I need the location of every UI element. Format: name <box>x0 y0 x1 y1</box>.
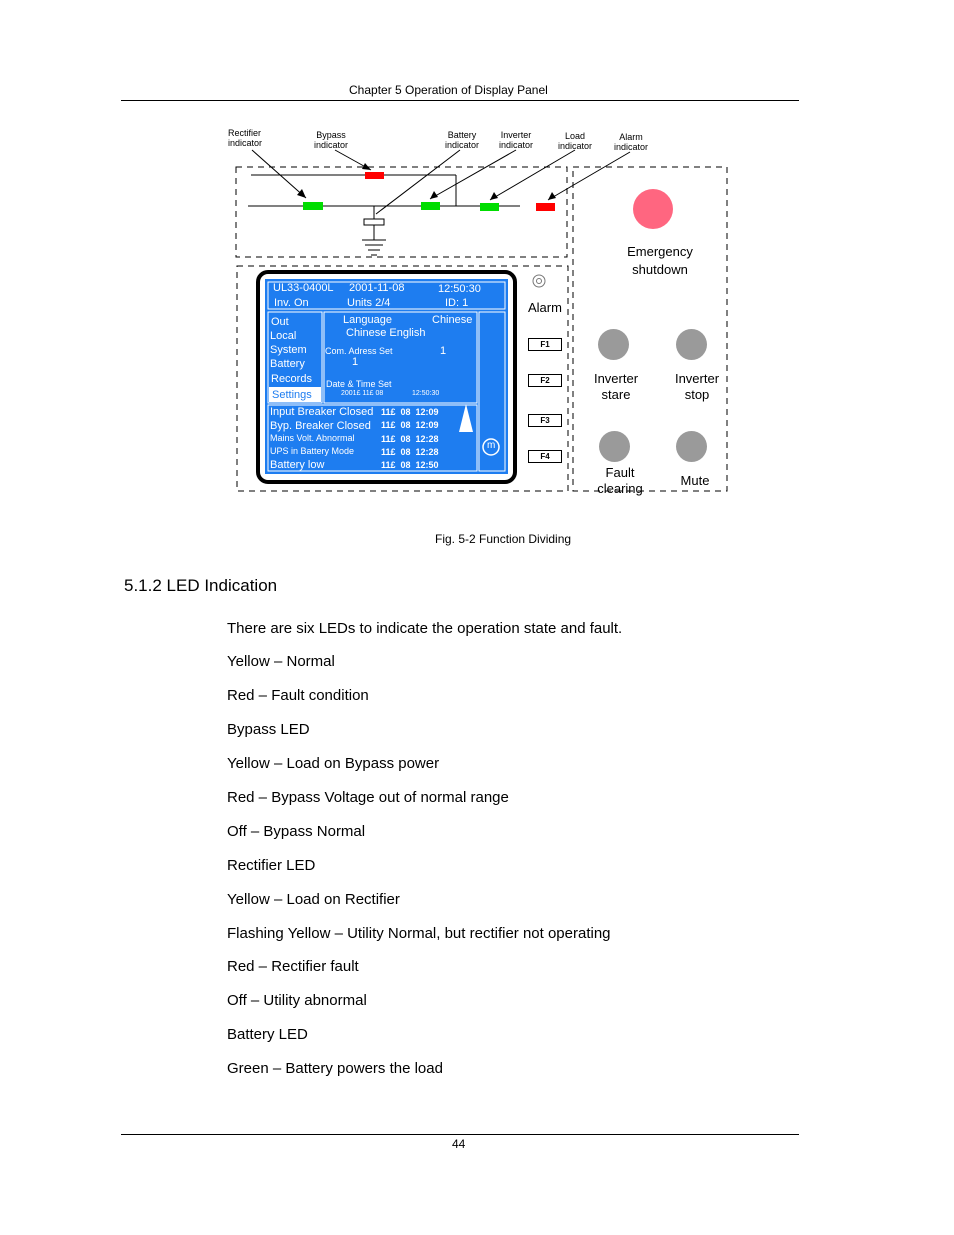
battery-indicator-label: Battery indicator <box>444 130 480 150</box>
lcd-panel-border <box>236 265 569 492</box>
event-text: Byp. Breaker Closed <box>270 420 371 432</box>
footer-rule <box>121 1134 799 1135</box>
com-address-label: Com. Adress Set <box>325 346 393 356</box>
fault-clearing-label: Fault clearing <box>597 465 643 496</box>
datetime-time[interactable]: 12:50:30 <box>412 390 440 397</box>
body-line: Yellow – Load on Rectifier <box>227 891 400 908</box>
event-stamp: 11£ 08 12:28 <box>381 447 439 457</box>
event-text: Input Breaker Closed <box>270 406 374 418</box>
f1-key[interactable]: F1 <box>528 338 562 351</box>
battery-led <box>421 202 440 210</box>
event-stamp: 11£ 08 12:09 <box>381 407 439 417</box>
mute-label: Mute <box>680 473 710 488</box>
load-indicator-label: Load indicator <box>557 131 593 151</box>
header-rule <box>121 100 799 101</box>
alarm-led <box>536 203 555 211</box>
lcd-units: Units 2/4 <box>347 297 391 309</box>
body-line: Bypass LED <box>227 721 310 738</box>
menu-item-settings[interactable]: Settings <box>272 389 312 401</box>
inverter-stop-button[interactable] <box>676 329 707 360</box>
page-number: 44 <box>452 1137 466 1151</box>
inverter-indicator-label: Inverter indicator <box>498 130 534 150</box>
figure-caption: Fig. 5-2 Function Dividing <box>435 532 572 546</box>
body-line: Off – Utility abnormal <box>227 992 367 1009</box>
event-stamp: 11£ 08 12:50 <box>381 460 439 470</box>
lcd-inv-status: Inv. On <box>274 297 309 309</box>
body-line: There are six LEDs to indicate the opera… <box>227 620 623 637</box>
emergency-shutdown-button[interactable] <box>633 189 673 229</box>
chapter-header: Chapter 5 Operation of Display Panel <box>349 83 548 97</box>
menu-item-out[interactable]: Out <box>271 316 289 328</box>
inverter-stop-label: Inverter stop <box>674 371 720 402</box>
body-line: Battery LED <box>227 1026 308 1043</box>
datetime-label: Date & Time Set <box>326 379 392 389</box>
event-stamp: 11£ 08 12:28 <box>381 434 439 444</box>
language-options[interactable]: Chinese English <box>346 327 426 339</box>
function-diagram: Rectifier indicator Bypass indicator Bat… <box>0 0 954 560</box>
f2-key[interactable]: F2 <box>528 374 562 387</box>
inverter-start-label: Inverter stare <box>593 371 639 402</box>
section-heading: 5.1.2 LED Indication <box>124 576 278 595</box>
menu-item-records[interactable]: Records <box>271 373 312 385</box>
body-line: Off – Bypass Normal <box>227 823 366 840</box>
emergency-shutdown-label: Emergency shutdown <box>627 244 693 277</box>
m-button[interactable]: m <box>487 440 496 451</box>
lcd-model: UL33-0400L <box>273 282 334 294</box>
body-line: Green – Battery powers the load <box>227 1060 443 1077</box>
lcd-date: 2001-11-08 <box>349 282 405 294</box>
language-label: Language <box>343 314 392 326</box>
alarm-label: Alarm <box>528 300 562 315</box>
scroll-up-arrow <box>459 404 473 432</box>
com-address-value-2[interactable]: 1 <box>352 356 359 368</box>
language-value: Chinese <box>432 314 473 326</box>
f3-key[interactable]: F3 <box>528 414 562 427</box>
body-line: Flashing Yellow – Utility Normal, but re… <box>227 925 611 942</box>
lcd-id: ID: 1 <box>445 297 469 309</box>
button-panel-border <box>572 166 728 492</box>
alarm-lamp <box>532 274 546 288</box>
mute-button[interactable] <box>676 431 707 462</box>
body-line: Red – Rectifier fault <box>227 958 359 975</box>
menu-item-battery[interactable]: Battery <box>270 358 305 370</box>
event-text: Mains Volt. Abnormal <box>270 433 355 443</box>
lcd-time: 12:50:30 <box>438 283 481 295</box>
mimic-diagram <box>235 149 728 492</box>
inverter-start-button[interactable] <box>598 329 629 360</box>
f4-key[interactable]: F4 <box>528 450 562 463</box>
rectifier-indicator-label: Rectifier indicator <box>228 128 263 148</box>
event-stamp: 11£ 08 12:09 <box>381 420 439 430</box>
bypass-led <box>365 172 384 179</box>
com-address-value: 1 <box>440 345 447 357</box>
body-line: Yellow – Normal <box>227 653 335 670</box>
settings-selected <box>269 387 321 402</box>
menu-item-system[interactable]: System <box>270 344 307 356</box>
body-line: Yellow – Load on Bypass power <box>227 755 440 772</box>
alarm-indicator-label: Alarm indicator <box>613 132 649 152</box>
datetime-date[interactable]: 2001£ 11£ 08 <box>341 390 384 397</box>
inverter-led <box>480 203 499 211</box>
body-line: Rectifier LED <box>227 857 316 874</box>
menu-item-local[interactable]: Local <box>270 330 297 342</box>
body-line: Red – Bypass Voltage out of normal range <box>227 789 509 806</box>
mimic-panel-border <box>235 166 568 258</box>
fault-clearing-button[interactable] <box>599 431 630 462</box>
event-text: Battery low <box>270 459 325 471</box>
rectifier-led <box>303 202 323 210</box>
body-line: Red – Fault condition <box>227 687 369 704</box>
bypass-indicator-label: Bypass indicator <box>313 130 349 150</box>
event-text: UPS in Battery Mode <box>270 446 355 456</box>
